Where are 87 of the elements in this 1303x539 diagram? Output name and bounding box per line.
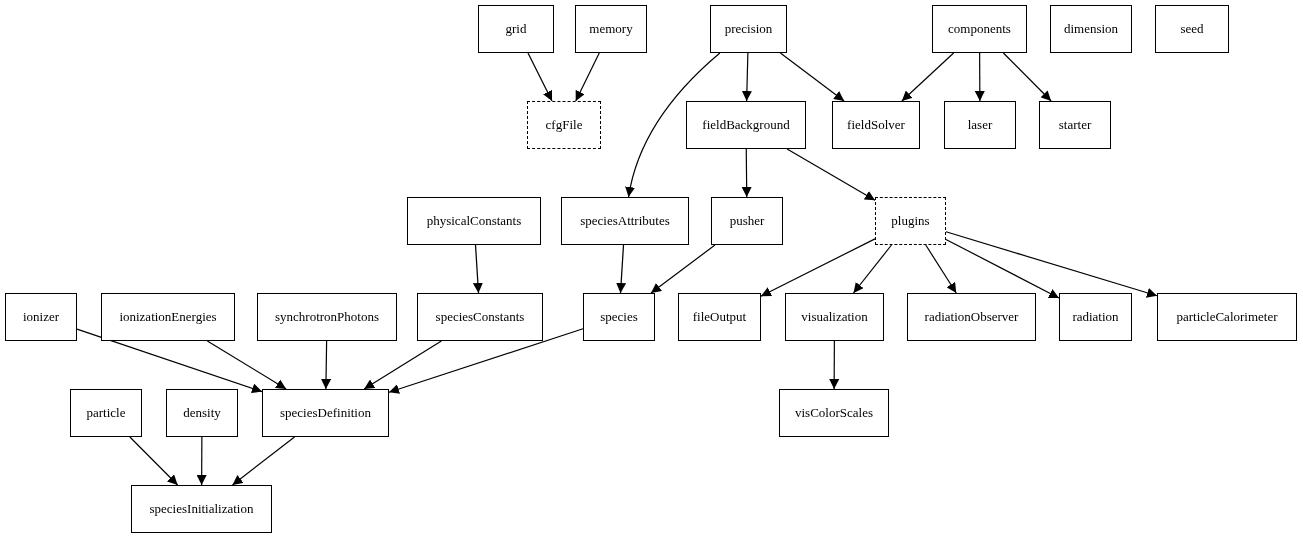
- arrow: [741, 52, 752, 102]
- node-label: starter: [1058, 117, 1092, 133]
- node-box: [417, 293, 543, 341]
- node-box: [785, 293, 884, 341]
- node-label: physicalConstants: [426, 213, 522, 229]
- arrow: [741, 148, 752, 198]
- arrow: [129, 436, 179, 486]
- node-label: laser: [967, 117, 993, 133]
- node-label: particle: [86, 405, 126, 421]
- node-label: speciesConstants: [435, 309, 525, 325]
- node-box: [166, 389, 238, 437]
- node-box: [262, 389, 389, 437]
- node-label: seed: [1180, 21, 1204, 37]
- node-box: [257, 293, 397, 341]
- arrow: [527, 52, 553, 102]
- node-box: [5, 293, 77, 341]
- dashed-node-box: [875, 197, 946, 245]
- node-label: visColorScales: [795, 405, 873, 421]
- node-label: fileOutput: [692, 309, 747, 325]
- arrow: [829, 340, 840, 390]
- node-box: [575, 5, 647, 53]
- arrow: [779, 52, 845, 102]
- node-box: [932, 5, 1027, 53]
- arrow: [206, 340, 287, 390]
- arrow: [945, 231, 1158, 298]
- node-label: ionizer: [22, 309, 60, 325]
- node-box: [907, 293, 1036, 341]
- node-label: synchrotronPhotons: [275, 309, 379, 325]
- node-label: particleCalorimeter: [1176, 309, 1278, 325]
- dashed-node-box: [527, 101, 601, 149]
- node-label: fieldBackground: [702, 117, 790, 133]
- node-label: memory: [589, 21, 633, 37]
- node-label: speciesAttributes: [580, 213, 670, 229]
- node-box: [1157, 293, 1297, 341]
- node-box: [1039, 101, 1111, 149]
- arrow: [472, 244, 483, 294]
- node-label: precision: [724, 21, 773, 37]
- node-label: pusher: [729, 213, 765, 229]
- node-label: plugins: [891, 213, 930, 229]
- node-box: [678, 293, 761, 341]
- node-label: radiation: [1072, 309, 1119, 325]
- node-box: [131, 485, 272, 533]
- node-box: [832, 101, 920, 149]
- node-label: species: [600, 309, 638, 325]
- node-box: [711, 197, 783, 245]
- arrow: [616, 244, 627, 294]
- node-box: [710, 5, 787, 53]
- arrow: [625, 52, 721, 198]
- arrow: [760, 238, 876, 297]
- node-label: grid: [505, 21, 527, 37]
- node-box: [70, 389, 142, 437]
- node-box: [407, 197, 541, 245]
- arrow: [363, 340, 442, 390]
- arrow: [388, 328, 584, 394]
- arrow: [1002, 52, 1052, 102]
- node-box: [478, 5, 554, 53]
- arrow: [945, 238, 1060, 299]
- arrow: [786, 148, 876, 201]
- arrow: [650, 244, 716, 294]
- arrow: [196, 436, 207, 486]
- node-label: speciesDefinition: [280, 405, 371, 421]
- arrow: [901, 52, 955, 102]
- arrow: [321, 340, 332, 390]
- arrow: [231, 436, 296, 486]
- node-label: dimension: [1063, 21, 1119, 37]
- node-label: fieldSolver: [847, 117, 905, 133]
- node-label: visualization: [801, 309, 868, 325]
- node-box: [1059, 293, 1132, 341]
- arrow: [575, 52, 600, 102]
- node-box: [686, 101, 806, 149]
- node-label: radiationObserver: [924, 309, 1019, 325]
- node-label: speciesInitialization: [149, 501, 254, 517]
- arrow: [974, 52, 985, 102]
- node-label: components: [948, 21, 1011, 37]
- node-label: cfgFile: [545, 117, 583, 133]
- node-label: ionizationEnergies: [119, 309, 217, 325]
- node-box: [779, 389, 889, 437]
- node-box: [561, 197, 689, 245]
- node-box: [101, 293, 235, 341]
- node-box: [1050, 5, 1132, 53]
- node-label: density: [183, 405, 221, 421]
- node-box: [944, 101, 1016, 149]
- arrow: [925, 244, 957, 294]
- node-box: [583, 293, 655, 341]
- arrow: [76, 328, 263, 394]
- node-box: [1155, 5, 1229, 53]
- arrow: [852, 244, 893, 294]
